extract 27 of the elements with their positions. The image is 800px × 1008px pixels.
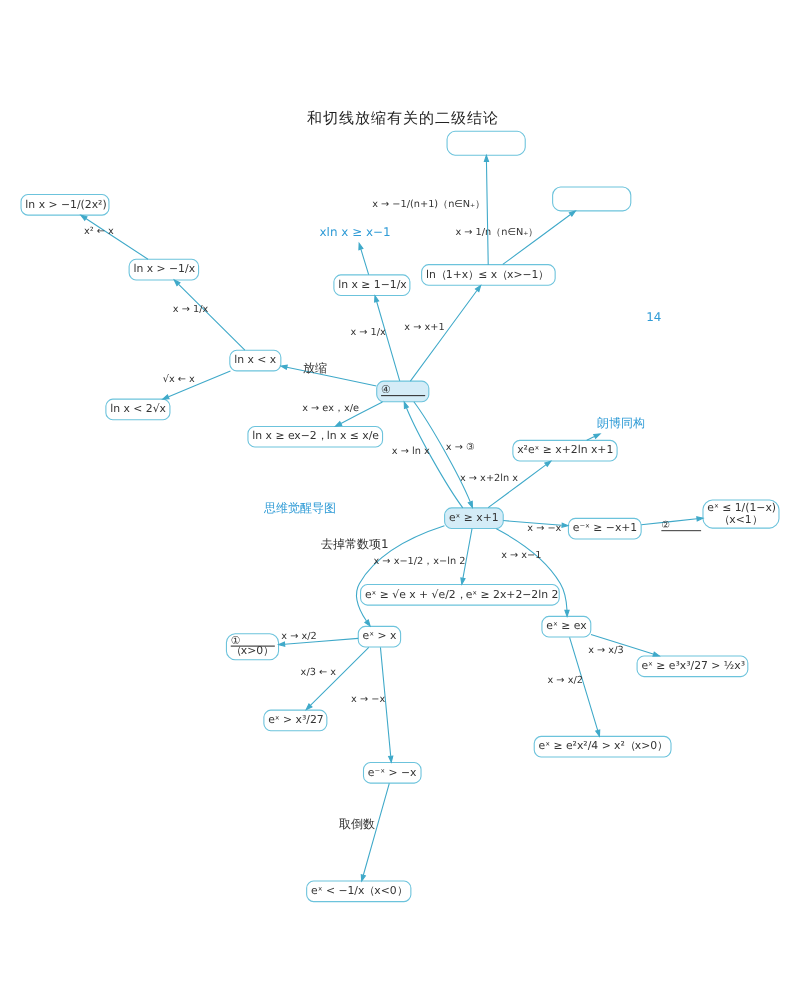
arrow <box>79 214 149 260</box>
arrow <box>569 636 601 738</box>
node-box <box>446 130 526 156</box>
arrow <box>409 284 482 382</box>
arrow <box>277 637 359 648</box>
arrow <box>403 400 464 509</box>
arrow <box>358 241 370 276</box>
node-box <box>552 186 632 212</box>
arrow <box>586 433 602 441</box>
arrow <box>487 460 553 509</box>
arrow <box>279 364 377 387</box>
arrow <box>305 646 370 711</box>
arrow <box>483 153 490 266</box>
arrow <box>495 528 570 618</box>
arrow <box>460 528 473 586</box>
arrow <box>356 525 445 628</box>
arrow <box>502 520 570 529</box>
arrow <box>502 209 577 265</box>
arrow <box>360 782 390 883</box>
arrow <box>379 646 394 764</box>
arrow <box>334 401 383 428</box>
arrow <box>161 370 231 400</box>
arrow <box>590 633 661 657</box>
arrow <box>640 515 705 526</box>
arrow <box>173 278 246 351</box>
arrow <box>374 294 401 382</box>
arrow <box>413 401 474 510</box>
